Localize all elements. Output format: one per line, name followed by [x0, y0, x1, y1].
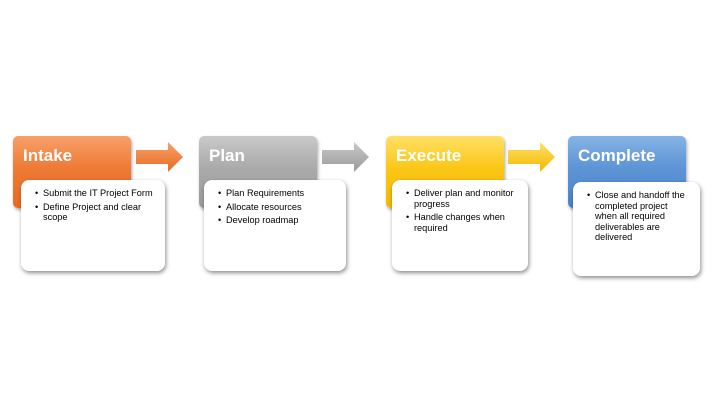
- bullet-list: Close and handoff the completed project …: [573, 182, 700, 243]
- stage-title: Intake: [23, 146, 73, 165]
- bullet-list: Deliver plan and monitor progress Handle…: [392, 180, 528, 233]
- arrow-right-icon: [322, 142, 369, 172]
- plan-card: Plan Requirements Allocate resources Dev…: [204, 180, 346, 271]
- bullet-list: Plan Requirements Allocate resources Dev…: [204, 180, 346, 226]
- execute-card: Deliver plan and monitor progress Handle…: [392, 180, 528, 271]
- bullet-list: Submit the IT Project Form Define Projec…: [21, 180, 165, 223]
- bullet-item: Plan Requirements: [218, 188, 338, 199]
- complete-card: Close and handoff the completed project …: [573, 182, 700, 276]
- arrow-right-icon: [136, 142, 183, 172]
- bullet-item: Define Project and clear scope: [35, 202, 157, 223]
- arrow-right-icon: [508, 142, 555, 172]
- bullet-item: Close and handoff the completed project …: [587, 190, 692, 243]
- stage-title: Plan: [209, 146, 245, 165]
- stage-title: Execute: [396, 146, 462, 165]
- bullet-item: Deliver plan and monitor progress: [406, 188, 520, 209]
- stage-title: Complete: [578, 146, 656, 165]
- bullet-item: Submit the IT Project Form: [35, 188, 157, 199]
- bullet-item: Allocate resources: [218, 202, 338, 213]
- bullet-item: Handle changes when required: [406, 212, 520, 233]
- intake-card: Submit the IT Project Form Define Projec…: [21, 180, 165, 271]
- bullet-item: Develop roadmap: [218, 215, 338, 226]
